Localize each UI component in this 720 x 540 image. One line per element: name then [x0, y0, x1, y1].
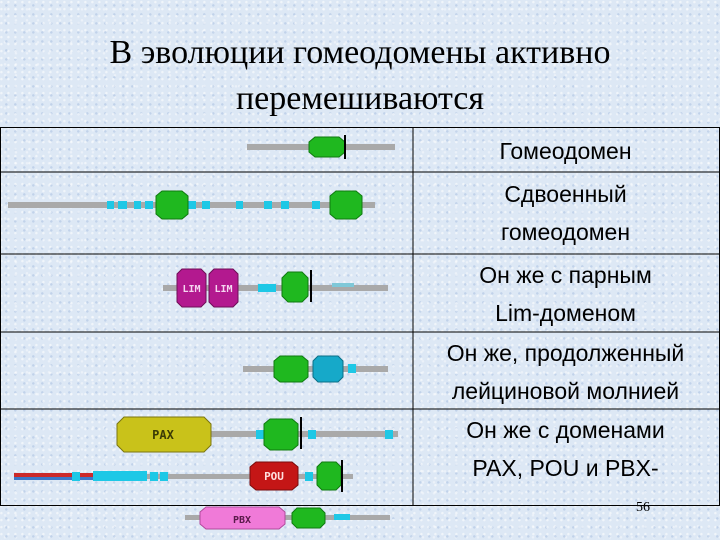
label-line: гомеодомен — [500, 219, 631, 245]
label-line: Он же с парным — [479, 262, 652, 288]
lim-domain-block-1 — [176, 268, 207, 308]
end-marker — [341, 460, 343, 492]
lim-domain-block-2 — [208, 268, 239, 308]
label-line: лейциновой молнией — [451, 378, 680, 404]
small-block — [385, 430, 393, 439]
pax-label: PAX — [152, 428, 174, 442]
homeodomain-block — [308, 136, 346, 158]
diagram-leucine-zipper — [243, 355, 388, 383]
diagram-double-homeodomain — [8, 190, 375, 220]
pbx-homeodomain-block — [291, 507, 326, 529]
slide-title-line-1: В эволюции гомеодомены активно — [109, 34, 611, 71]
pou-homeodomain-block — [316, 461, 342, 491]
small-blocks — [107, 201, 320, 209]
pax-domain-block — [116, 416, 212, 453]
diagram-homeodomain — [247, 135, 395, 159]
small-block — [334, 514, 350, 520]
label-line: Гомеодомен — [499, 138, 632, 164]
pbx-linker-bar — [185, 515, 390, 520]
pou-red-strip — [14, 473, 98, 477]
lim-label-1: LIM — [182, 284, 200, 295]
small-block — [256, 430, 264, 439]
label-line: Lim-доменом — [495, 300, 636, 326]
end-marker — [310, 270, 312, 302]
label-line: Сдвоенный — [504, 181, 627, 207]
small-block — [258, 284, 276, 292]
homeodomain-block — [273, 355, 309, 383]
pou-domain-block — [249, 461, 299, 491]
diagram-lim-homeodomain: LIM LIM — [163, 268, 388, 308]
small-block — [348, 364, 356, 373]
pou-blue-strip — [14, 477, 98, 480]
small-block — [332, 283, 354, 287]
leucine-zipper-block — [312, 355, 344, 383]
page-number: 56 — [636, 500, 650, 515]
diagram-pax-pou-pbx: PAX POU PBX — [14, 416, 398, 530]
pbx-domain-block — [199, 506, 286, 530]
homeodomain-block — [281, 271, 309, 303]
small-block — [93, 471, 147, 481]
lim-label-2: LIM — [214, 284, 232, 295]
pax-homeodomain-block — [263, 418, 299, 451]
row-label-lim: Он же с парным Lim-доменом — [413, 256, 718, 332]
homeodomain-block-2 — [329, 190, 363, 220]
pou-linker-bar — [98, 474, 353, 479]
label-line: PAX, POU и PBX- — [472, 455, 659, 481]
row-label-pax-pou-pbx: Он же с доменами PAX, POU и PBX- — [413, 411, 718, 487]
homeodomain-block-1 — [155, 190, 189, 220]
small-block — [305, 472, 313, 481]
small-block — [150, 472, 158, 481]
pou-label: POU — [264, 470, 284, 483]
slide-title-line-2: перемешиваются — [235, 80, 484, 117]
small-block — [308, 430, 316, 439]
end-marker — [300, 417, 302, 449]
row-label-homeodomain: Гомеодомен — [413, 132, 718, 170]
label-line: Он же, продолженный — [446, 340, 685, 366]
slide-title: В эволюции гомеодомены активно перемешив… — [0, 30, 720, 122]
table-grid — [0, 127, 720, 506]
small-block — [160, 472, 168, 481]
small-block — [72, 472, 80, 481]
row-label-double-homeodomain: Сдвоенный гомеодомен — [413, 175, 718, 251]
pbx-label: PBX — [233, 515, 251, 526]
label-line: Он же с доменами — [466, 417, 665, 443]
end-marker — [344, 135, 346, 159]
row-label-leucine-zipper: Он же, продолженный лейциновой молнией — [413, 334, 718, 410]
